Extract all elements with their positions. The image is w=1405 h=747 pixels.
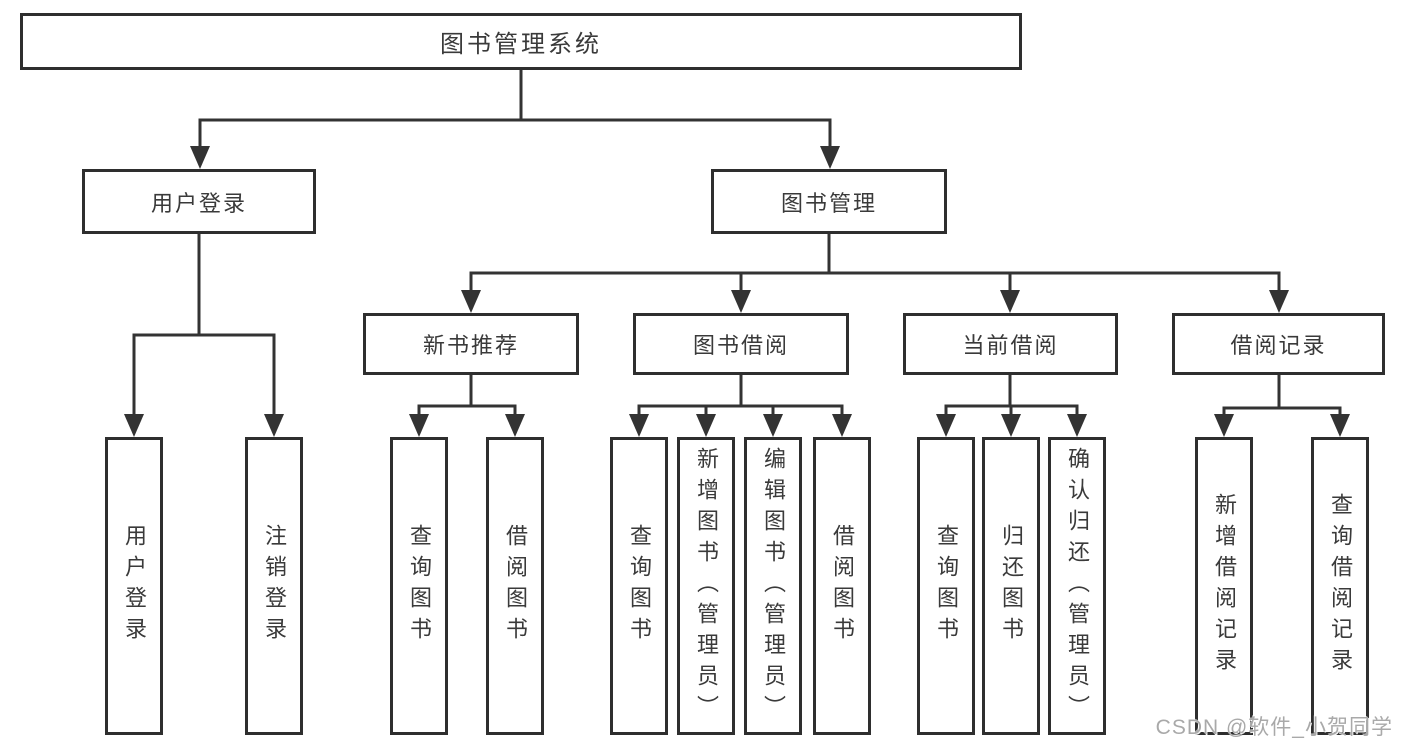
- leaf-current-query-books: 查询图书: [917, 437, 975, 735]
- leaf-recommend-borrow-books: 借阅图书: [486, 437, 544, 735]
- node-book-borrow-label: 图书借阅: [692, 333, 789, 358]
- node-new-book-recommend-label: 新书推荐: [422, 333, 519, 358]
- leaf-edit-books-admin: 编辑图书（管理员）: [744, 437, 802, 735]
- leaf-return-books-label: 归还图书: [999, 524, 1024, 648]
- watermark: CSDN @软件_小贺同学: [1155, 716, 1393, 739]
- leaf-add-books-admin: 新增图书（管理员）: [677, 437, 735, 735]
- leaf-recommend-query-books-label: 查询图书: [407, 524, 432, 648]
- leaf-query-borrow-record: 查询借阅记录: [1311, 437, 1369, 735]
- leaf-add-borrow-record-label: 新增借阅记录: [1212, 493, 1237, 679]
- node-root-system: 图书管理系统: [20, 13, 1022, 70]
- leaf-confirm-return-admin: 确认归还（管理员）: [1048, 437, 1106, 735]
- node-current-borrow: 当前借阅: [903, 313, 1118, 375]
- node-borrow-records: 借阅记录: [1172, 313, 1385, 375]
- leaf-recommend-borrow-books-label: 借阅图书: [503, 524, 528, 648]
- node-root-system-label: 图书管理系统: [440, 31, 602, 58]
- node-book-borrow: 图书借阅: [633, 313, 849, 375]
- leaf-borrow-books-label: 借阅图书: [830, 524, 855, 648]
- leaf-logout-label: 注销登录: [262, 524, 287, 648]
- node-new-book-recommend: 新书推荐: [363, 313, 579, 375]
- leaf-return-books: 归还图书: [982, 437, 1040, 735]
- leaf-user-login-label: 用户登录: [122, 524, 147, 648]
- node-current-borrow-label: 当前借阅: [962, 333, 1059, 358]
- node-borrow-records-label: 借阅记录: [1230, 333, 1327, 358]
- leaf-recommend-query-books: 查询图书: [390, 437, 448, 735]
- node-book-management: 图书管理: [711, 169, 947, 234]
- leaf-add-books-admin-label: 新增图书（管理员）: [694, 446, 719, 726]
- leaf-borrow-query-books-label: 查询图书: [627, 524, 652, 648]
- arrowheads: [124, 146, 1350, 437]
- leaf-current-query-books-label: 查询图书: [934, 524, 959, 648]
- node-user-login-label: 用户登录: [150, 190, 247, 216]
- leaf-confirm-return-admin-label: 确认归还（管理员）: [1065, 446, 1090, 726]
- leaf-edit-books-admin-label: 编辑图书（管理员）: [761, 446, 786, 726]
- leaf-user-login: 用户登录: [105, 437, 163, 735]
- leaf-query-borrow-record-label: 查询借阅记录: [1328, 493, 1353, 679]
- leaf-borrow-books: 借阅图书: [813, 437, 871, 735]
- node-book-management-label: 图书管理: [780, 190, 877, 216]
- leaf-borrow-query-books: 查询图书: [610, 437, 668, 735]
- leaf-add-borrow-record: 新增借阅记录: [1195, 437, 1253, 735]
- node-user-login: 用户登录: [82, 169, 316, 234]
- leaf-logout: 注销登录: [245, 437, 303, 735]
